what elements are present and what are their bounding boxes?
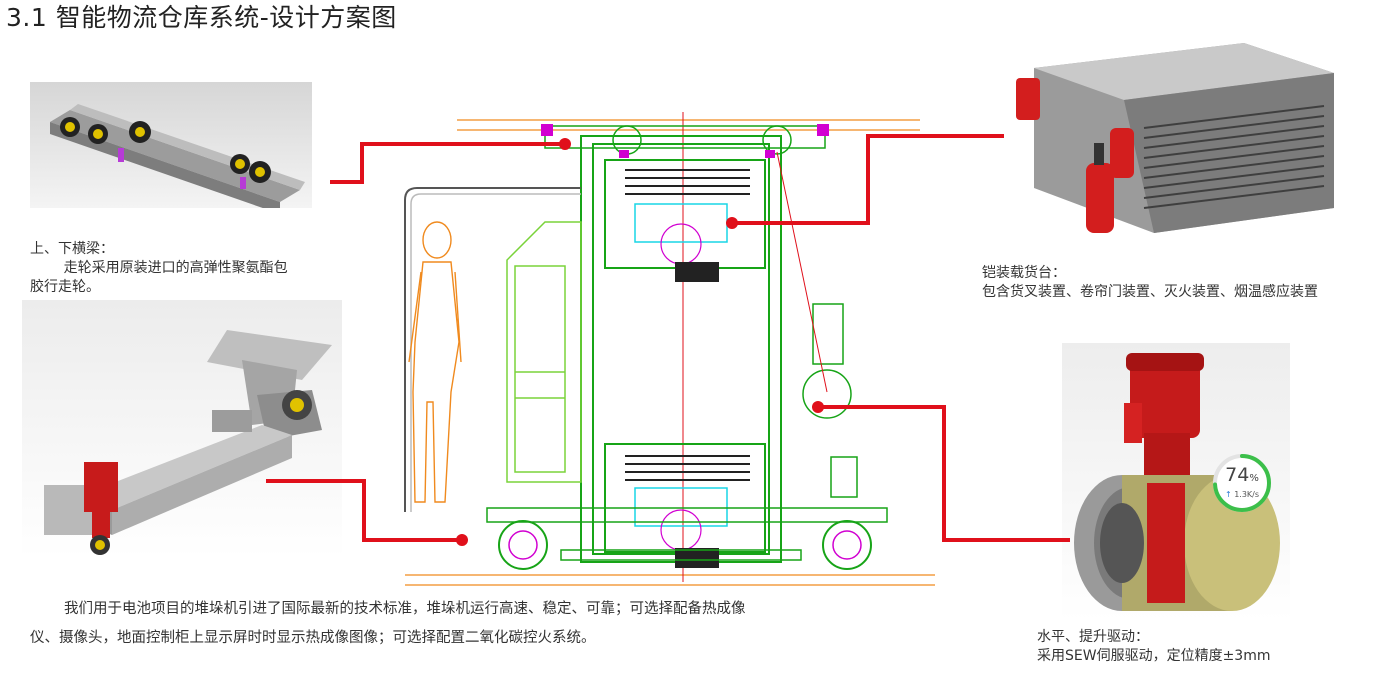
- description-line-1: 我们用于电池项目的堆垛机引进了国际最新的技术标准，堆垛机运行高速、稳定、可靠；可…: [64, 601, 746, 617]
- description-line-2: 仪、摄像头，地面控制柜上显示屏时时显示热成像图像；可选择配置二氧化碳控火系统。: [30, 630, 596, 646]
- drive-beam-render-image: [22, 300, 342, 558]
- gauge-rate-value: 1.3K/s: [1234, 490, 1260, 499]
- gauge-percent: 74%: [1211, 464, 1273, 486]
- progress-ring: [1213, 454, 1271, 512]
- page-title: 3.1 智能物流仓库系统-设计方案图: [6, 3, 397, 32]
- cargo-caption-text: 包含货叉装置、卷帘门装置、灭火装置、烟温感应装置: [982, 284, 1318, 300]
- speed-gauge-widget: 74% ↑ 1.3K/s: [1211, 452, 1273, 514]
- arrow-up-icon: ↑: [1224, 490, 1232, 499]
- cargo-caption-title: 铠装载货台：: [982, 265, 1066, 281]
- beam-caption-text-2: 胶行走轮。: [30, 279, 100, 295]
- beam-caption: 上、下横梁： 走轮采用原装进口的高弹性聚氨酯包 胶行走轮。: [30, 240, 340, 297]
- gauge-percent-unit: %: [1249, 473, 1259, 484]
- drive-caption: 水平、提升驱动： 采用SEW伺服驱动，定位精度±3mm: [1037, 628, 1377, 666]
- gauge-percent-value: 74: [1225, 464, 1250, 486]
- cargo-platform-render-image: [1004, 18, 1346, 248]
- stacker-crane-cad-drawing: [395, 112, 940, 595]
- beam-caption-text-1: 走轮采用原装进口的高弹性聚氨酯包: [63, 260, 288, 276]
- cargo-caption: 铠装载货台： 包含货叉装置、卷帘门装置、灭火装置、烟温感应装置: [982, 264, 1382, 302]
- gauge-rate: ↑ 1.3K/s: [1211, 490, 1273, 499]
- beam-caption-title: 上、下横梁：: [30, 241, 114, 257]
- drive-caption-title: 水平、提升驱动：: [1037, 629, 1149, 645]
- beam-render-image: [30, 82, 312, 208]
- drive-caption-text: 采用SEW伺服驱动，定位精度±3mm: [1037, 648, 1271, 664]
